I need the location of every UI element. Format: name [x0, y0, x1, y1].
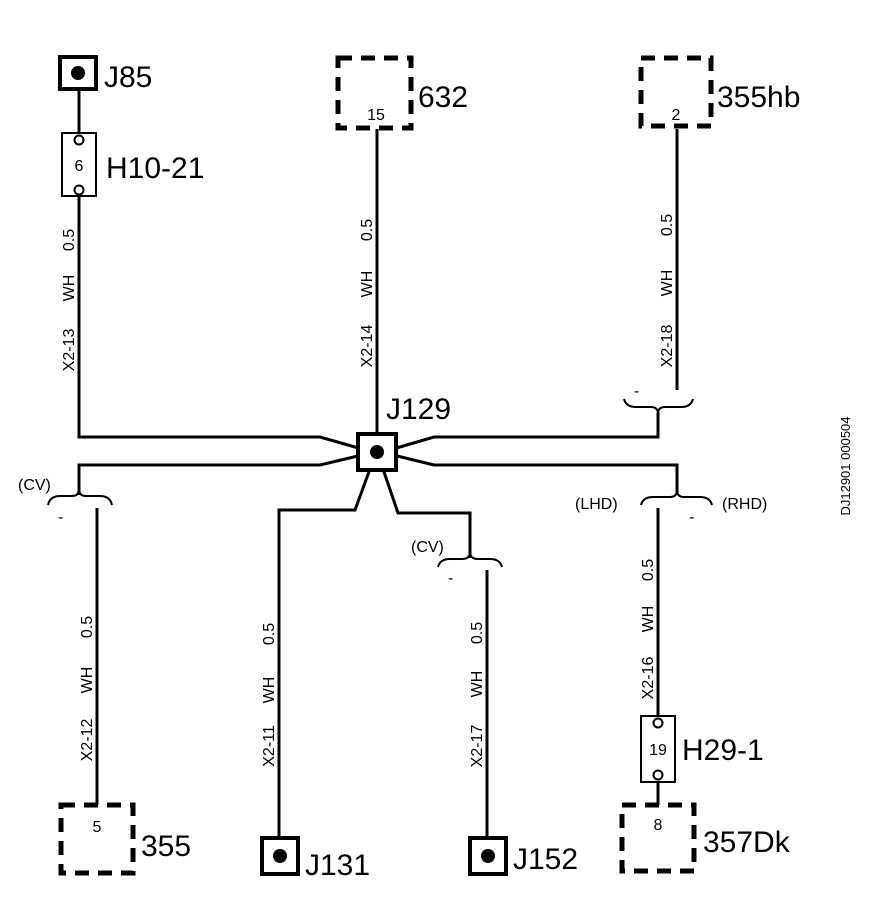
w12-id: X2-12 [79, 719, 96, 762]
pin-355hb: 2 [672, 107, 681, 124]
wire-x2-11 [277, 468, 372, 838]
w17-size: 0.5 [469, 622, 486, 644]
w17-color: WH [469, 671, 486, 698]
option-cv-left: (CV) [18, 477, 51, 494]
w11-size: 0.5 [261, 623, 278, 645]
w11-color: WH [261, 677, 278, 704]
pin-h29: 19 [649, 742, 667, 759]
label-j85: J85 [104, 61, 152, 94]
option-rhd: (RHD) [722, 496, 767, 513]
label-h10-21: H10-21 [106, 152, 204, 185]
wire-cv-mid-branch [381, 468, 472, 558]
brace-cv-mid [437, 551, 503, 568]
option-lhd: (LHD) [575, 496, 618, 513]
w18-color: WH [659, 270, 676, 297]
label-j152: J152 [513, 843, 578, 876]
w12-color: WH [79, 667, 96, 694]
label-j129: J129 [386, 393, 451, 426]
357dk-box [619, 802, 697, 874]
w13-color: WH [61, 275, 78, 302]
j131-dot [273, 849, 287, 863]
pin-h10: 6 [75, 158, 84, 175]
brace-cv-left [47, 488, 113, 506]
w13-id: X2-13 [61, 329, 78, 372]
w16-color: WH [640, 606, 657, 633]
brace-lhd-rhd [640, 489, 713, 506]
option-dash-cv-left: - [58, 509, 63, 526]
option-cv-mid: (CV) [411, 539, 444, 556]
j129-splice-box [356, 432, 398, 472]
wire-x2-13 [77, 192, 363, 451]
option-dash-rhd: - [689, 509, 694, 526]
label-355: 355 [141, 830, 191, 863]
355hb-box [638, 55, 714, 129]
w11-id: X2-11 [261, 725, 278, 767]
brace-x2-18 [623, 398, 694, 415]
label-355hb: 355hb [717, 81, 800, 114]
wire-x2-18-join [392, 413, 660, 451]
wire-cv-left-branch [77, 453, 363, 495]
j129-splice-dot [370, 445, 384, 459]
label-632: 632 [418, 81, 468, 114]
label-j131: J131 [305, 849, 370, 882]
label-357dk: 357Dk [703, 826, 791, 859]
w16-id: X2-16 [640, 657, 657, 700]
pin-355: 5 [93, 819, 102, 836]
w17-id: X2-17 [469, 725, 486, 768]
option-dash-cv-mid: - [448, 570, 453, 587]
w14-size: 0.5 [359, 219, 376, 241]
w18-size: 0.5 [659, 214, 676, 236]
j85-dot [71, 66, 85, 80]
option-dash-x2-18: - [634, 383, 639, 400]
w16-size: 0.5 [640, 559, 657, 581]
wire-lhd-rhd-branch [392, 453, 679, 495]
w14-id: X2-14 [359, 325, 376, 368]
w13-size: 0.5 [61, 229, 78, 251]
label-h29-1: H29-1 [682, 734, 764, 767]
pin-357dk: 8 [654, 817, 663, 834]
pin-632: 15 [367, 107, 385, 124]
w14-color: WH [359, 271, 376, 298]
w12-size: 0.5 [79, 616, 96, 638]
document-id: DJ12901 000504 [838, 416, 853, 515]
w18-id: X2-18 [659, 325, 676, 368]
355-box [58, 802, 136, 876]
j152-dot [481, 849, 495, 863]
632-box [335, 55, 414, 131]
